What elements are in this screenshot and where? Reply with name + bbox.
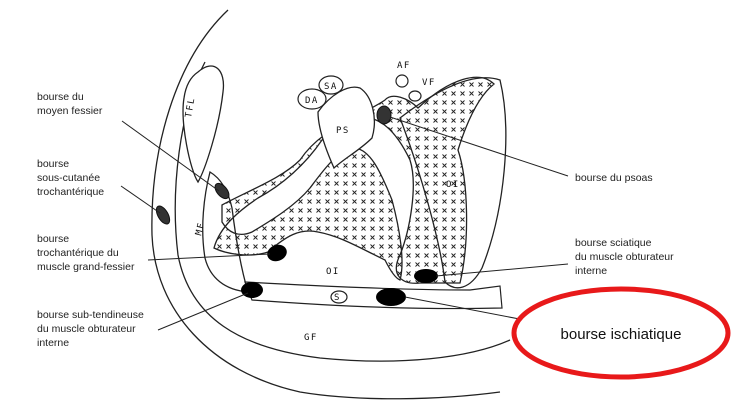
abbr-gf: GF — [304, 333, 318, 343]
bursa-ischiatique-shape — [376, 288, 406, 306]
abbr-vf: VF — [422, 78, 436, 88]
abbr-af: AF — [397, 61, 411, 71]
callout-label: bourse ischiatique — [561, 326, 682, 343]
leader-ischiatique — [405, 297, 535, 322]
label-sub-tendineuse: bourse sub-tendineuse du muscle obturate… — [37, 309, 147, 349]
abbr-ps: PS — [336, 126, 350, 136]
tfl-muscle — [183, 66, 223, 182]
label-sciatique: bourse sciatique du muscle obturateur in… — [575, 237, 677, 277]
vf-vessel — [409, 91, 421, 101]
abbr-da: DA — [305, 96, 319, 106]
bursa-sciatique-shape — [414, 269, 438, 283]
leader-sous-cutanee — [121, 186, 160, 213]
bursa-sous-cutanee-shape — [154, 204, 173, 226]
abbr-oi-bottom: OI — [326, 267, 340, 277]
af-vessel — [396, 75, 408, 87]
svg-text:S: S — [334, 293, 341, 303]
bursa-psoas-shape — [377, 106, 391, 124]
label-sous-cutanee: bourse sous-cutanée trochantérique — [37, 158, 104, 198]
abbr-oi-right: OI — [446, 180, 460, 190]
label-grand-fessier: bourse trochantérique du muscle grand-fe… — [37, 233, 135, 273]
leader-sub-tendineuse — [158, 293, 248, 330]
label-psoas: bourse du psoas — [575, 172, 653, 184]
label-moyen-fessier: bourse du moyen fessier — [37, 91, 103, 117]
abbr-sa: SA — [324, 82, 338, 92]
bursa-sub-tendineuse-shape — [241, 282, 263, 298]
